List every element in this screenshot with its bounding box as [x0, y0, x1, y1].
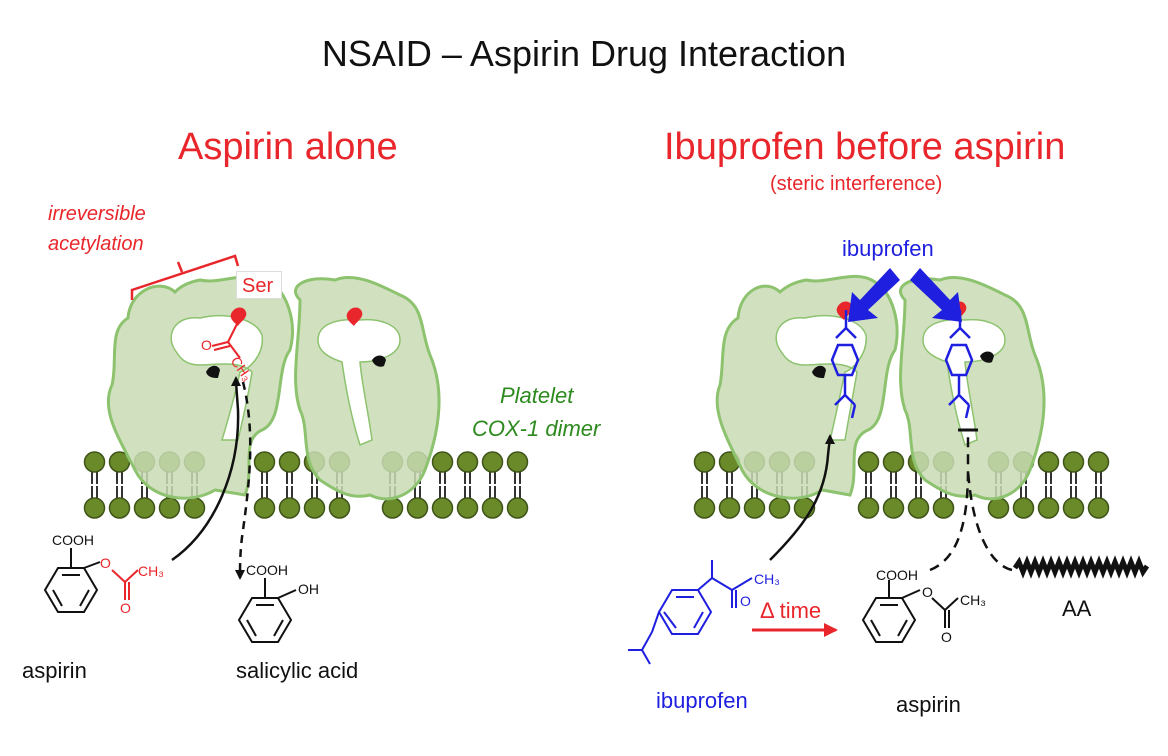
left-cox1-pocket-b: [317, 318, 401, 447]
aspirin-structure-left: [43, 548, 101, 613]
acetylation-bracket: [130, 254, 240, 300]
ibuprofen-ch3: CH₃: [754, 571, 780, 587]
ibuprofen-bound-a: [830, 310, 860, 419]
salicylate-exit-arrow: [235, 381, 252, 580]
salicylic-name: salicylic acid: [236, 658, 359, 683]
delta-time-label: Δ time: [760, 598, 822, 623]
right-panel-heading: Ibuprofen before aspirin: [664, 126, 1066, 168]
ibuprofen-entry-arrow: [769, 434, 835, 561]
aspirin-structure-right: [861, 580, 959, 643]
salicylic-cooh: COOH: [246, 562, 288, 578]
right-cox1-monomer-b: [899, 276, 1046, 501]
acetyl-o-label: O: [201, 337, 212, 353]
salicylic-oh: OH: [298, 581, 319, 597]
right-panel-subheading: (steric interference): [770, 173, 943, 195]
aspirin-right-ch3: CH₃: [960, 592, 986, 608]
aspirin-right-carbonyl-o: O: [941, 629, 952, 645]
cox1-label-line2: COX-1 dimer: [472, 416, 601, 441]
left-tyr-residue-b: [372, 355, 386, 367]
ibuprofen-pointer-label: ibuprofen: [842, 236, 934, 261]
aspirin-right-cooh: COOH: [876, 567, 918, 583]
cox1-label-line1: Platelet: [500, 383, 574, 408]
aspirin-left-name: aspirin: [22, 658, 87, 683]
aspirin-left-o: O: [100, 555, 111, 571]
aspirin-left-cooh: COOH: [52, 532, 94, 548]
ibuprofen-name: ibuprofen: [656, 688, 748, 713]
left-cox1-pocket-a: [170, 315, 263, 441]
ser-label-box: Ser: [236, 271, 282, 299]
ibuprofen-o: O: [740, 593, 751, 609]
acetylation-label-line2: acetylation: [48, 233, 144, 255]
aa-label: AA: [1062, 596, 1092, 621]
ibuprofen-structure: [628, 560, 753, 665]
aspirin-right-o: O: [922, 584, 933, 600]
left-ser-residue-a: [230, 307, 247, 326]
ser-label: Ser: [242, 275, 274, 297]
acetyl-group: [211, 321, 241, 359]
left-tyr-residue-a: [206, 365, 220, 378]
left-panel-heading: Aspirin alone: [178, 126, 398, 168]
aspirin-entry-arrow: [171, 376, 242, 562]
left-ser-residue-b: [346, 307, 363, 326]
ibuprofen-pointer-arrows: [848, 268, 962, 322]
aspirin-left-ch3: CH₃: [138, 563, 164, 579]
salicylic-structure: [237, 578, 297, 643]
aspirin-acetyl-left: [111, 569, 139, 600]
right-cox1-pocket-b: [922, 318, 1006, 447]
aspirin-left-carbonyl-o: O: [120, 600, 131, 616]
right-cox1-pocket-a: [775, 315, 867, 441]
right-tyr-residue-b: [980, 351, 994, 363]
diagram-title: NSAID – Aspirin Drug Interaction: [321, 33, 847, 74]
right-tyr-residue-a: [812, 365, 826, 378]
arachidonic-acid: [1012, 555, 1150, 579]
aa-blocked-path: [966, 469, 1013, 572]
right-ser-residue-a: [836, 301, 853, 320]
aspirin-right-name: aspirin: [896, 692, 961, 717]
left-cox1-monomer-b: [294, 276, 441, 501]
acetylation-label-line1: irreversible: [48, 203, 146, 225]
